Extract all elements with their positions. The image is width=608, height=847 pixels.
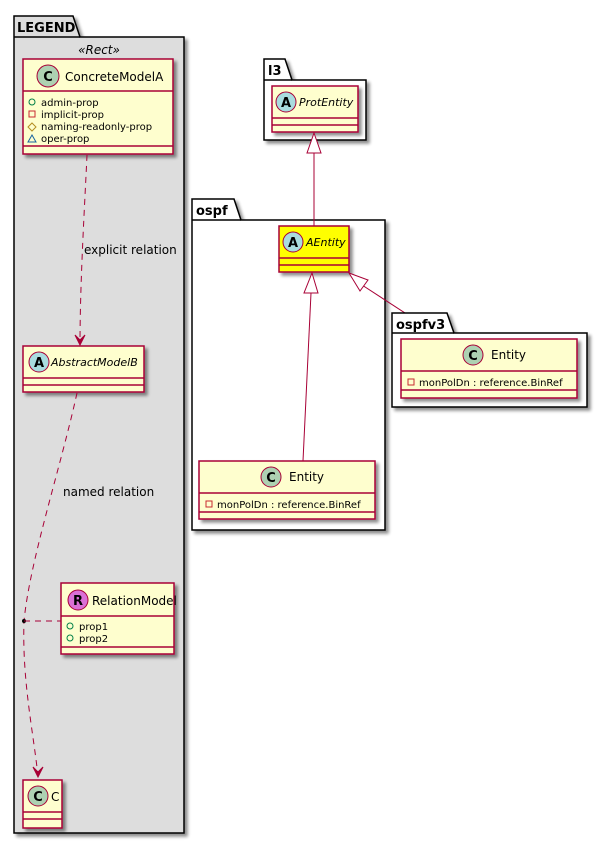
svg-text:C: C xyxy=(43,70,53,85)
public-circle-icon xyxy=(66,622,74,630)
public-circle-icon xyxy=(66,634,74,642)
generalization-edge xyxy=(306,131,322,226)
legend-stereotype: «Rect» xyxy=(78,43,120,57)
svg-text:C: C xyxy=(266,471,276,486)
explicit-relation-label: explicit relation xyxy=(84,243,177,257)
hollow-triangle-icon xyxy=(347,272,369,292)
class-name: Entity xyxy=(289,470,324,484)
explicit-relation-edge: explicit relation xyxy=(74,154,177,347)
svg-text:monPolDn : reference.BinRef: monPolDn : reference.BinRef xyxy=(419,378,563,389)
attr-oper-prop: oper-prop xyxy=(27,133,89,145)
svg-text:C: C xyxy=(468,349,478,364)
class-aentity[interactable]: A AEntity xyxy=(278,225,350,273)
svg-text:R: R xyxy=(73,594,83,609)
class-ospf-entity[interactable]: C Entity monPolDn : reference.BinRef xyxy=(198,460,376,520)
class-concrete-model-a[interactable]: C ConcreteModelA admin-prop implicit-pro… xyxy=(22,58,174,155)
legend-package-name: LEGEND xyxy=(17,21,76,36)
attr-mon-pol-dn: monPolDn : reference.BinRef xyxy=(407,378,563,389)
hollow-triangle-icon xyxy=(306,131,322,154)
class-name: ConcreteModelA xyxy=(65,70,164,84)
class-a-icon: A xyxy=(28,351,50,373)
class-a-icon: A xyxy=(282,231,304,253)
attr-prop2: prop2 xyxy=(66,634,108,645)
public-circle-icon xyxy=(28,98,36,106)
svg-text:oper-prop: oper-prop xyxy=(41,134,89,145)
generalization-edge xyxy=(302,271,319,462)
svg-text:A: A xyxy=(281,96,291,111)
named-relation-edge: named relation xyxy=(22,392,154,779)
svg-text:admin-prop: admin-prop xyxy=(41,98,99,109)
hollow-triangle-icon xyxy=(303,271,319,294)
attr-admin-prop: admin-prop xyxy=(28,98,99,109)
class-c[interactable]: C C xyxy=(22,779,63,829)
class-c-icon: C xyxy=(27,785,49,807)
attr-naming-readonly-prop: naming-readonly-prop xyxy=(27,122,152,133)
package-name: l3 xyxy=(268,64,282,79)
protected-diamond-icon xyxy=(27,122,37,132)
class-ospfv3-entity[interactable]: C Entity monPolDn : reference.BinRef xyxy=(400,338,578,399)
svg-text:A: A xyxy=(288,236,298,251)
class-name: AEntity xyxy=(305,236,346,249)
package-triangle-icon xyxy=(27,133,37,143)
class-relation-model[interactable]: R RelationModel prop1 prop2 xyxy=(60,582,177,655)
svg-text:monPolDn : reference.BinRef: monPolDn : reference.BinRef xyxy=(217,500,361,511)
class-r-icon: R xyxy=(67,589,89,611)
private-square-icon xyxy=(28,110,36,118)
attr-implicit-prop: implicit-prop xyxy=(28,110,104,121)
class-c-icon: C xyxy=(462,344,484,366)
svg-text:A: A xyxy=(34,356,44,371)
attr-prop1: prop1 xyxy=(66,622,108,633)
class-name: Entity xyxy=(491,348,526,362)
class-name: ProtEntity xyxy=(299,96,354,109)
package-name: ospfv3 xyxy=(396,318,445,333)
svg-text:C: C xyxy=(33,790,43,805)
private-square-icon xyxy=(407,378,415,386)
arrowhead-icon xyxy=(74,334,86,347)
svg-text:naming-readonly-prop: naming-readonly-prop xyxy=(41,122,152,133)
class-name: AbstractModelB xyxy=(50,356,138,369)
private-square-icon xyxy=(205,500,213,508)
arrowhead-icon xyxy=(32,766,44,779)
package-ospf: ospf xyxy=(191,198,386,531)
svg-text:prop2: prop2 xyxy=(79,634,108,645)
class-name: RelationModel xyxy=(92,594,177,608)
class-a-icon: A xyxy=(275,91,297,113)
svg-text:implicit-prop: implicit-prop xyxy=(41,110,104,121)
package-name: ospf xyxy=(196,204,228,219)
attr-mon-pol-dn: monPolDn : reference.BinRef xyxy=(205,500,361,511)
svg-text:prop1: prop1 xyxy=(79,622,108,633)
class-prot-entity[interactable]: A ProtEntity xyxy=(271,85,359,133)
class-c-icon: C xyxy=(260,466,282,488)
class-abstract-model-b[interactable]: A AbstractModelB xyxy=(22,345,145,393)
named-relation-label: named relation xyxy=(63,485,154,499)
class-c-icon: C xyxy=(36,64,60,88)
class-name: C xyxy=(51,790,59,804)
